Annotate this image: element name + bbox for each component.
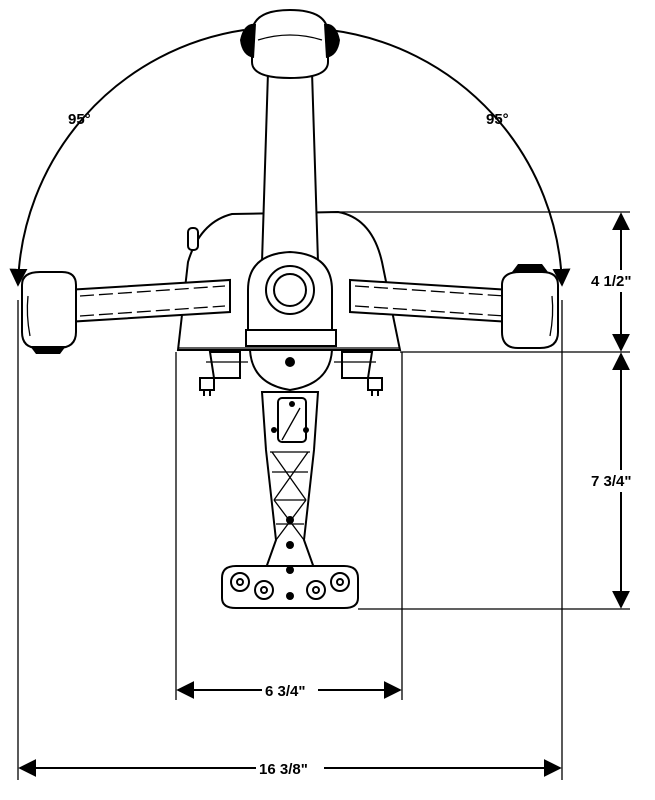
hub	[245, 250, 337, 347]
travel-arc-left	[9, 29, 245, 287]
mounting-arm	[260, 391, 320, 569]
grip-top	[240, 8, 340, 80]
lever-center	[260, 71, 320, 263]
label-height-upper: 4 1/2"	[591, 273, 631, 290]
control-unit	[9, 8, 571, 609]
bracket-right	[334, 351, 383, 396]
label-angle-right: 95°	[486, 111, 509, 128]
grip-left	[21, 271, 77, 354]
label-width-mount: 6 3/4"	[265, 683, 305, 700]
bracket-left	[199, 351, 248, 396]
label-angle-left: 95°	[68, 111, 91, 128]
grip-right	[501, 264, 559, 349]
base-plate	[221, 565, 359, 609]
label-height-lower: 7 3/4"	[591, 473, 631, 490]
label-width-overall: 16 3/8"	[259, 761, 308, 778]
dimensions: 95° 95° 4 1/2" 7 3/4" 6 3/4" 16 3/8"	[17, 111, 636, 780]
travel-arc-right	[329, 29, 571, 287]
